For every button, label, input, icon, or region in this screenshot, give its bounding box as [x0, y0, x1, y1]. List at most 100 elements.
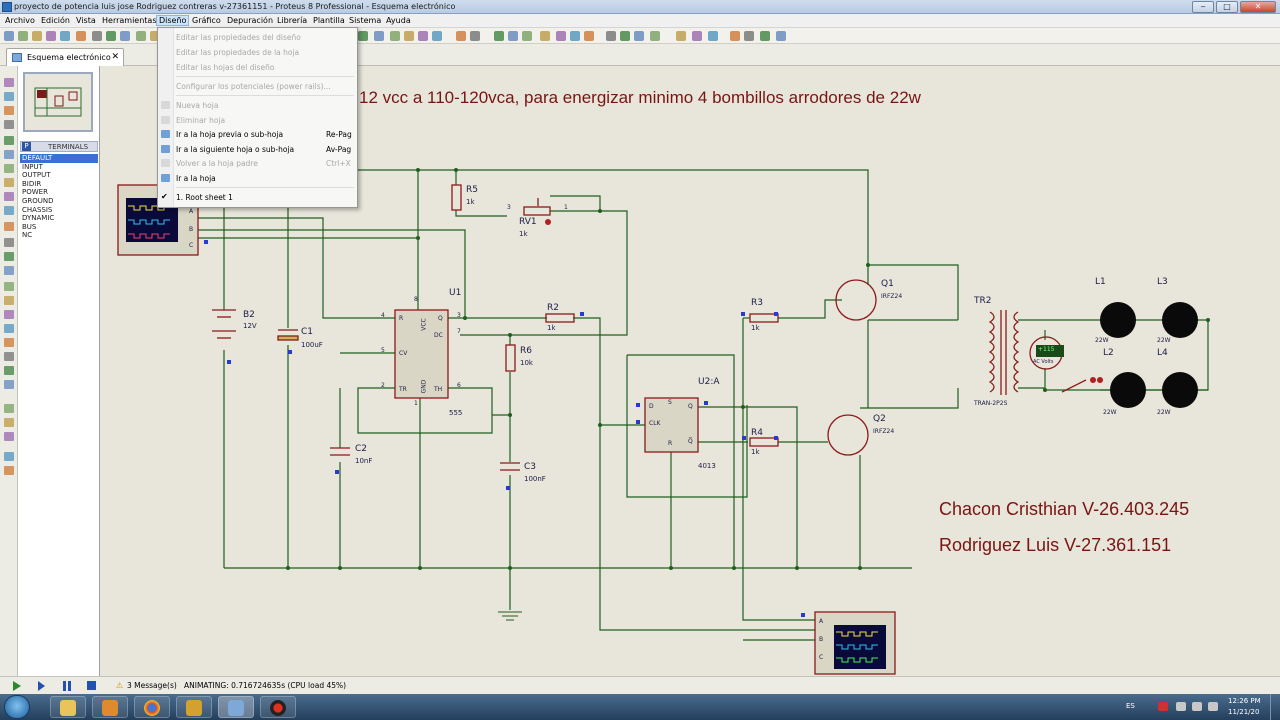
- menu-depuracion[interactable]: Depuración: [227, 16, 274, 25]
- mode-tool-button[interactable]: [4, 352, 14, 361]
- menu-vista[interactable]: Vista: [76, 16, 96, 25]
- terminal-item[interactable]: INPUT: [22, 162, 43, 171]
- toolbar-button[interactable]: [494, 31, 504, 41]
- toolbar-button[interactable]: [470, 31, 480, 41]
- terminal-item[interactable]: POWER: [22, 188, 48, 197]
- mode-tool-button[interactable]: [4, 136, 14, 145]
- taskbar-media[interactable]: [92, 696, 128, 718]
- step-icon[interactable]: [38, 681, 45, 691]
- toolbar-button[interactable]: [4, 31, 14, 41]
- tray-flag-icon[interactable]: [1176, 702, 1186, 711]
- menu-plantilla[interactable]: Plantilla: [313, 16, 345, 25]
- overview-thumbnail[interactable]: [23, 72, 93, 132]
- mode-tool-button[interactable]: [4, 252, 14, 261]
- toolbar-button[interactable]: [606, 31, 616, 41]
- mode-tool-button[interactable]: [4, 466, 14, 475]
- menu-item-goto-sheet[interactable]: Ir a la hoja: [176, 174, 216, 183]
- close-window-button[interactable]: ✕: [1240, 1, 1276, 13]
- toolbar-button[interactable]: [708, 31, 718, 41]
- menu-sistema[interactable]: Sistema: [349, 16, 382, 25]
- toolbar-button[interactable]: [676, 31, 686, 41]
- menu-archivo[interactable]: Archivo: [5, 16, 35, 25]
- mode-tool-button[interactable]: [4, 296, 14, 305]
- clock-date[interactable]: 11/21/20: [1228, 708, 1260, 716]
- menu-item-edit-sheet-props[interactable]: Editar las propiedades de la hoja: [176, 48, 300, 57]
- mode-tool-button[interactable]: [4, 266, 14, 275]
- mode-tool-button[interactable]: [4, 238, 14, 247]
- toolbar-button[interactable]: [404, 31, 414, 41]
- volume-icon[interactable]: [1208, 702, 1218, 711]
- toolbar-button[interactable]: [508, 31, 518, 41]
- toolbar-button[interactable]: [136, 31, 146, 41]
- start-button[interactable]: [4, 695, 30, 719]
- toolbar-button[interactable]: [744, 31, 754, 41]
- toolbar-button[interactable]: [418, 31, 428, 41]
- menu-ayuda[interactable]: Ayuda: [386, 16, 411, 25]
- taskbar-proteus[interactable]: [218, 696, 254, 718]
- toolbar-button[interactable]: [776, 31, 786, 41]
- mode-tool-button[interactable]: [4, 178, 14, 187]
- taskbar-explorer[interactable]: [50, 696, 86, 718]
- tray-app-icon[interactable]: [1158, 702, 1168, 711]
- toolbar-button[interactable]: [432, 31, 442, 41]
- play-icon[interactable]: [13, 681, 21, 691]
- toolbar-button[interactable]: [76, 31, 86, 41]
- menu-edicion[interactable]: Edición: [41, 16, 70, 25]
- toolbar-button[interactable]: [92, 31, 102, 41]
- mode-tool-button[interactable]: [4, 164, 14, 173]
- taskbar-recorder[interactable]: [260, 696, 296, 718]
- maximize-button[interactable]: □: [1216, 1, 1238, 13]
- terminal-item[interactable]: DYNAMIC: [22, 214, 55, 223]
- toolbar-button[interactable]: [584, 31, 594, 41]
- tab-close-icon[interactable]: ✕: [111, 52, 119, 62]
- taskbar-chrome[interactable]: [134, 696, 170, 718]
- menu-item-new-sheet[interactable]: Nueva hoja: [176, 101, 219, 110]
- terminal-item[interactable]: BUS: [22, 222, 37, 231]
- toolbar-button[interactable]: [46, 31, 56, 41]
- menu-item-root-sheet-1[interactable]: 1. Root sheet 1: [176, 193, 233, 202]
- mode-tool-button[interactable]: [4, 380, 14, 389]
- terminal-item[interactable]: OUTPUT: [22, 171, 51, 180]
- toolbar-button[interactable]: [358, 31, 368, 41]
- mode-tool-button[interactable]: [4, 222, 14, 231]
- minimize-button[interactable]: ‒: [1192, 1, 1214, 13]
- messages-count[interactable]: 3 Message(s): [127, 681, 177, 690]
- mode-tool-button[interactable]: [4, 338, 14, 347]
- toolbar-button[interactable]: [692, 31, 702, 41]
- menu-diseno[interactable]: Diseño: [156, 15, 190, 26]
- toolbar-button[interactable]: [32, 31, 42, 41]
- mode-tool-button[interactable]: [4, 78, 14, 87]
- tab-esquema-electronico[interactable]: Esquema electrónico ✕: [6, 48, 124, 66]
- mode-tool-button[interactable]: [4, 92, 14, 101]
- mode-tool-button[interactable]: [4, 120, 14, 129]
- menu-grafico[interactable]: Gráfico: [192, 16, 221, 25]
- mode-tool-button[interactable]: [4, 418, 14, 427]
- toolbar-button[interactable]: [120, 31, 130, 41]
- toolbar-button[interactable]: [456, 31, 466, 41]
- toolbar-button[interactable]: [522, 31, 532, 41]
- toolbar-button[interactable]: [60, 31, 70, 41]
- pause-icon[interactable]: [63, 681, 71, 691]
- terminal-item[interactable]: CHASSIS: [22, 205, 53, 214]
- terminal-item[interactable]: BIDIR: [22, 179, 42, 188]
- toolbar-button[interactable]: [556, 31, 566, 41]
- menu-herramientas[interactable]: Herramientas: [102, 16, 157, 25]
- toolbar-button[interactable]: [18, 31, 28, 41]
- toolbar-button[interactable]: [540, 31, 550, 41]
- mode-tool-button[interactable]: [4, 282, 14, 291]
- mode-tool-button[interactable]: [4, 106, 14, 115]
- toolbar-button[interactable]: [650, 31, 660, 41]
- toolbar-button[interactable]: [374, 31, 384, 41]
- mode-tool-button[interactable]: [4, 366, 14, 375]
- toolbar-button[interactable]: [730, 31, 740, 41]
- menu-item-edit-design-sheets[interactable]: Editar las hojas del diseño: [176, 63, 275, 72]
- network-icon[interactable]: [1192, 702, 1202, 711]
- toolbar-button[interactable]: [620, 31, 630, 41]
- taskbar-word[interactable]: [176, 696, 212, 718]
- toolbar-button[interactable]: [150, 31, 160, 41]
- toolbar-button[interactable]: [390, 31, 400, 41]
- clock-time[interactable]: 12:26 PM: [1228, 697, 1261, 705]
- toolbar-button[interactable]: [106, 31, 116, 41]
- show-desktop-button[interactable]: [1270, 694, 1280, 720]
